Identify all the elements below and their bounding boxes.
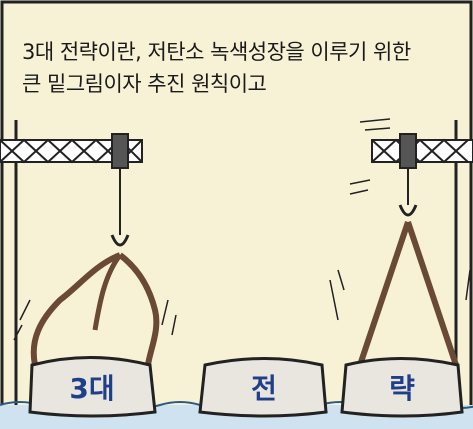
right-crane-hook — [329, 168, 471, 366]
caption-box: 3대 전략이란, 저탄소 녹색성장을 이루기 위한 큰 밑그림이자 추진 원칙이… — [0, 0, 473, 120]
block-3-label: 략 — [389, 372, 415, 405]
caption-line-1: 3대 전략이란, 저탄소 녹색성장을 이루기 위한 — [22, 40, 411, 64]
left-crane-hook — [30, 168, 160, 366]
right-crane-truss — [349, 118, 473, 195]
block-1-label: 3대 — [69, 372, 114, 405]
block-2: 전 — [198, 357, 328, 418]
caption-line-2: 큰 밑그림이자 추진 원칙이고 — [22, 72, 267, 96]
motion-lines — [13, 299, 177, 341]
block-2-label: 전 — [251, 372, 277, 405]
left-crane-truss — [0, 133, 143, 169]
block-3: 략 — [340, 357, 464, 418]
block-1: 3대 — [28, 356, 157, 418]
